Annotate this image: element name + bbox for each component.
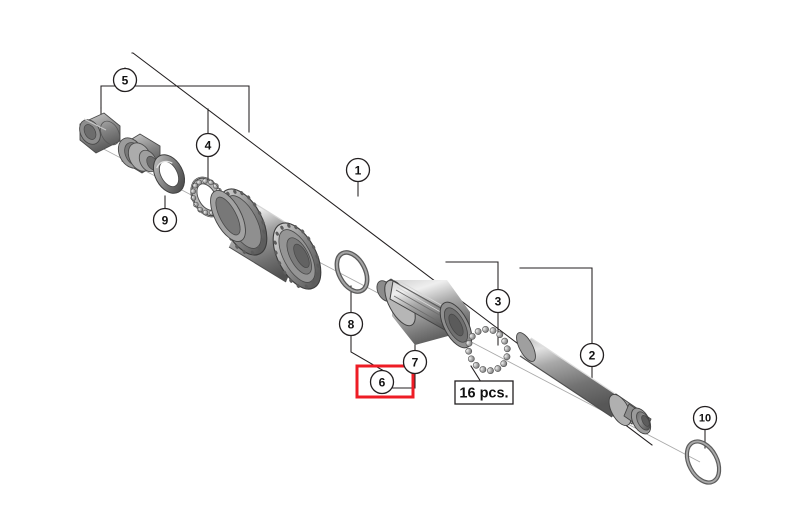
annotation-16-pcs: 16 pcs. — [454, 380, 514, 405]
annotation-16-pcs-box — [454, 380, 514, 405]
leader-7-lower — [388, 373, 416, 389]
callout-2-label: 2 — [589, 349, 596, 363]
part-axle — [516, 332, 652, 435]
annotation-16-pcs-label: 16 pcs. — [459, 386, 508, 402]
leader-3-bracket — [445, 261, 499, 290]
callout-bubbles: 1 2 3 4 5 6 — [112, 67, 718, 431]
callout-3[interactable]: 3 — [485, 288, 511, 314]
part-cone-with-seal — [117, 133, 161, 174]
leader-1 — [131, 52, 653, 446]
callout-6-highlight-box — [355, 364, 415, 399]
part-lock-nut-outer — [79, 112, 121, 154]
callout-1-label: 1 — [355, 164, 362, 178]
callout-4[interactable]: 4 — [195, 132, 221, 158]
part-seal-ring-left — [152, 154, 186, 194]
part-hub-shell — [210, 188, 322, 290]
callout-7-label: 7 — [412, 356, 419, 370]
leader-16pcs — [470, 365, 482, 383]
part-freehub-body — [376, 278, 473, 349]
leader-2-bracket — [519, 267, 593, 344]
callout-3-label: 3 — [495, 295, 502, 309]
callout-8-label: 8 — [348, 318, 355, 332]
part-o-ring-axle-end — [684, 439, 722, 485]
callout-5[interactable]: 5 — [112, 67, 138, 93]
callout-1[interactable]: 1 — [345, 157, 371, 183]
callout-7[interactable]: 7 — [402, 349, 428, 375]
callout-10[interactable]: 10 — [692, 405, 718, 431]
callout-9-label: 9 — [162, 214, 169, 228]
callout-2[interactable]: 2 — [579, 342, 605, 368]
part-o-ring-freehub — [334, 250, 370, 294]
callout-8[interactable]: 8 — [338, 311, 364, 337]
leader-lines — [100, 52, 706, 449]
callout-10-label: 10 — [699, 413, 711, 425]
leader-5-bracket — [100, 85, 250, 133]
callout-5-label: 5 — [122, 74, 129, 88]
callout-4-label: 4 — [205, 139, 212, 153]
callout-9[interactable]: 9 — [152, 207, 178, 233]
part-ball-bearing-ring — [465, 325, 511, 375]
callout-6[interactable]: 6 — [369, 369, 395, 395]
callout-6-label: 6 — [379, 376, 386, 390]
